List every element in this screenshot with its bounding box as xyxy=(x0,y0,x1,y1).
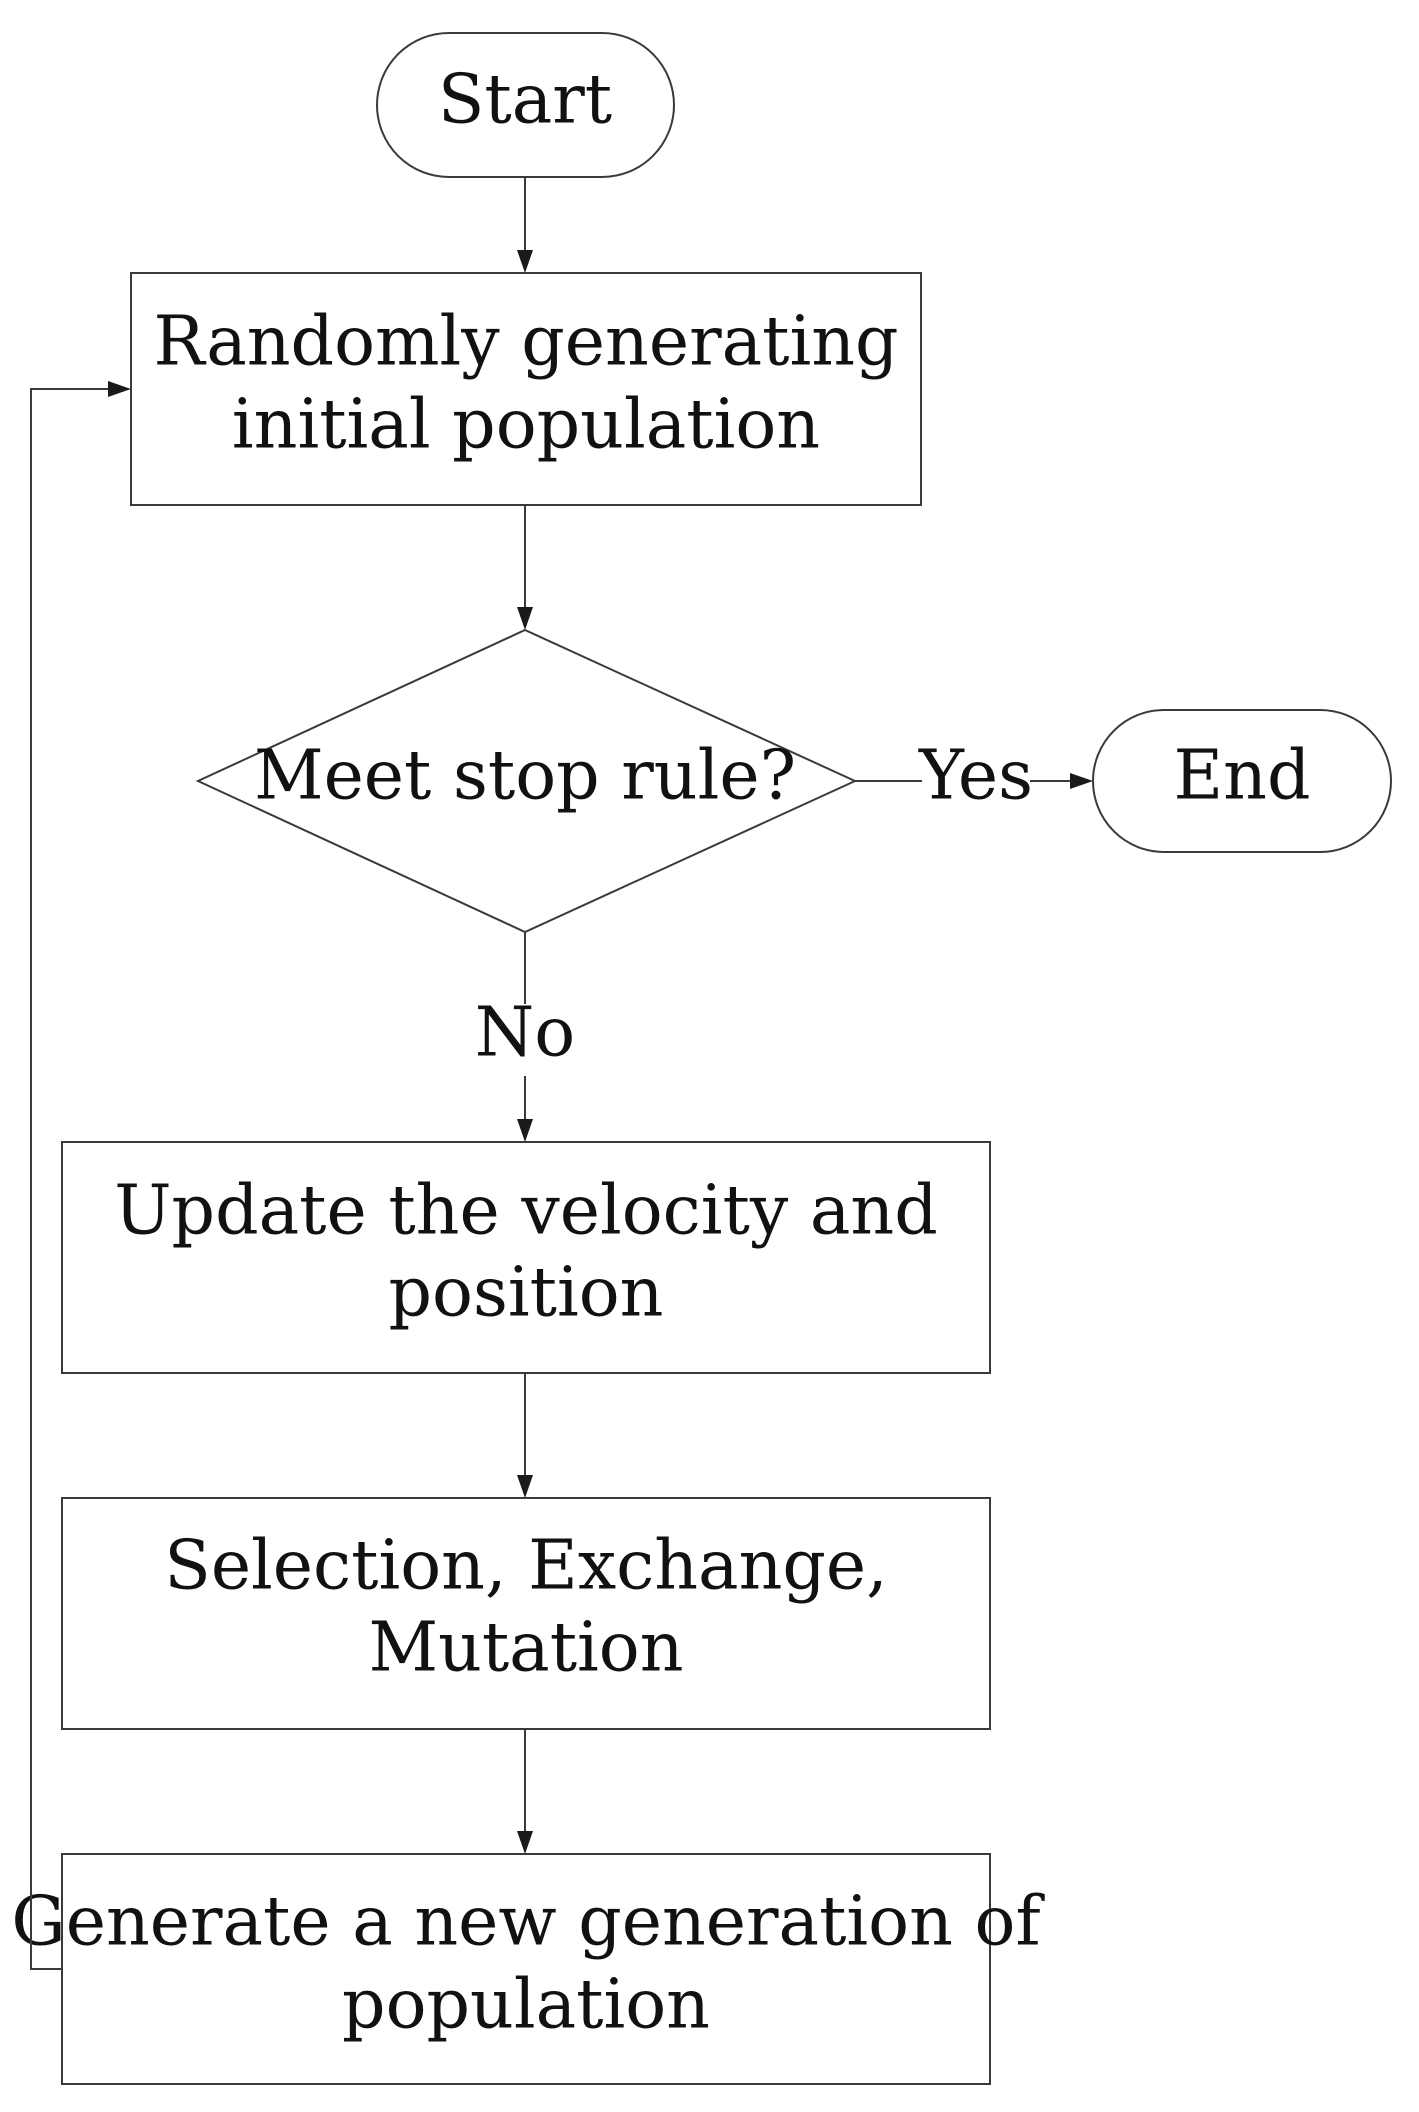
arrowhead-init-to-decision xyxy=(517,607,533,630)
start-label: Start xyxy=(438,61,612,140)
arrowhead-ops-to-newgen xyxy=(517,1831,533,1854)
no-label: No xyxy=(475,994,575,1073)
init-population-line2: initial population xyxy=(232,386,820,465)
decision-label: Meet stop rule? xyxy=(254,737,796,816)
init-population-box xyxy=(130,272,922,506)
update-velocity-line2: position xyxy=(389,1254,664,1333)
new-generation-line2: population xyxy=(342,1966,710,2045)
end-label: End xyxy=(1174,737,1311,816)
yes-label: Yes xyxy=(918,737,1033,816)
arrowhead-yes-to-end xyxy=(1070,773,1093,789)
feedback-loop-line xyxy=(30,388,113,1970)
arrowhead-loop-to-init xyxy=(108,381,131,397)
new-generation-line1: Generate a new generation of xyxy=(11,1883,1045,1962)
genetic-operations-line2: Mutation xyxy=(368,1609,683,1688)
update-velocity-box xyxy=(61,1141,991,1374)
genetic-operations-line1: Selection, Exchange, xyxy=(164,1527,888,1606)
end-terminator xyxy=(1092,709,1392,853)
arrowhead-update-to-ops xyxy=(517,1475,533,1498)
init-population-line1: Randomly generating xyxy=(153,303,898,382)
new-generation-box xyxy=(61,1853,991,2085)
arrowhead-start-to-init xyxy=(517,250,533,273)
arrowhead-no-to-update xyxy=(517,1119,533,1142)
genetic-operations-box xyxy=(61,1497,991,1730)
update-velocity-line1: Update the velocity and xyxy=(114,1172,937,1251)
